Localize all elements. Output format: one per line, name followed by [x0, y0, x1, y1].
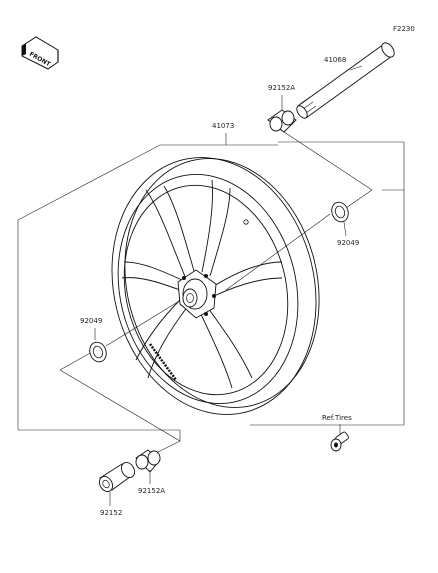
seal-left-label: 92049: [80, 317, 102, 325]
axle: [296, 42, 395, 119]
collar-bottom: [135, 449, 161, 484]
axle-label: 41068: [324, 56, 346, 64]
collar-bottom-label: 92152A: [138, 487, 165, 495]
valve-stem: [330, 424, 349, 452]
collar-top: [267, 95, 297, 133]
seal-right-label: 92049: [337, 239, 359, 247]
wheel-label: 41073: [212, 122, 234, 130]
spacer-bottom-label: 92152: [100, 509, 122, 517]
spacer-bottom: [98, 462, 136, 506]
seal-right: [331, 201, 349, 237]
ref-tires-label: Ref.Tires: [322, 414, 352, 422]
seal-left: [89, 328, 107, 363]
wheel: 41073: [111, 122, 320, 415]
figure-code: F2230: [393, 25, 415, 33]
collar-top-label: 92152A: [268, 84, 295, 92]
front-arrow-icon: FRONT: [21, 36, 59, 70]
